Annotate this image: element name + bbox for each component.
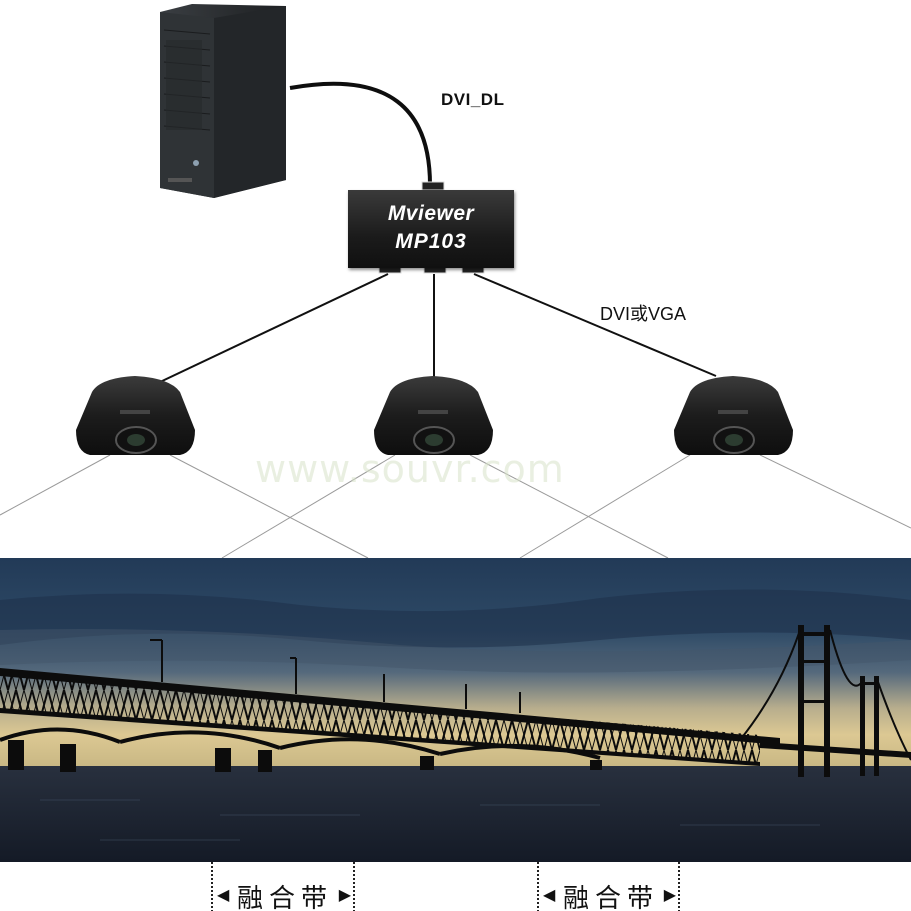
mviewer-device: Mviewer MP103: [348, 190, 514, 268]
device-model: MP103: [395, 230, 467, 253]
arrow-left-icon: ◀: [543, 885, 556, 904]
projector-icon: [374, 376, 493, 455]
dotted-boundary: [678, 862, 680, 911]
arrow-right-icon: ▶: [663, 885, 676, 904]
projected-panorama-image: [0, 558, 911, 862]
tower-server-icon: [160, 4, 286, 198]
dotted-boundary: [537, 862, 539, 911]
watermark: www.souvr.com: [255, 447, 565, 491]
dotted-boundary: [211, 862, 213, 911]
cable-label-dvi-dl: DVI_DL: [441, 90, 505, 109]
dvi-dl-cable: [289, 81, 432, 186]
blend-zone-label: 融合带: [237, 884, 334, 911]
output-cable-left: [159, 273, 389, 383]
cable-label-dvi-vga: DVI或VGA: [600, 304, 687, 324]
blend-zone-left: ◀ 融合带 ▶: [211, 862, 355, 911]
blend-zone-right: ◀ 融合带 ▶: [537, 862, 680, 911]
dotted-boundary: [353, 862, 355, 911]
projection-beams: [0, 454, 911, 559]
arrow-left-icon: ◀: [217, 885, 230, 904]
blend-zone-label: 融合带: [563, 884, 660, 911]
projector-icon: [674, 376, 793, 455]
device-name: Mviewer: [387, 202, 475, 225]
arrow-right-icon: ▶: [338, 885, 351, 904]
input-port: [421, 181, 445, 191]
output-cable-right: [473, 273, 717, 377]
projector-icon: [76, 376, 195, 455]
